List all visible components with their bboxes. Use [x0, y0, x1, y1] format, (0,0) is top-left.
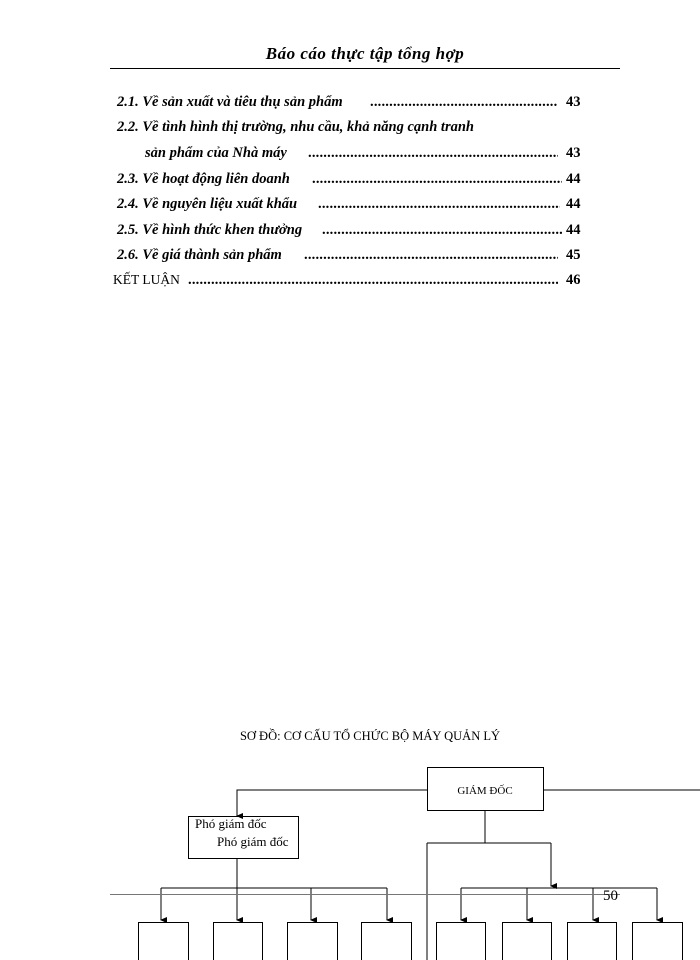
- toc-entry[interactable]: 2.2. Về tình hình thị trường, nhu cầu, k…: [0, 119, 700, 139]
- toc-entry-page: 44: [566, 222, 581, 238]
- deputy-box: [188, 816, 299, 859]
- header-rule: [110, 68, 620, 69]
- toc-leader: ........................................…: [322, 222, 562, 238]
- toc-entry-text: 2.2. Về tình hình thị trường, nhu cầu, k…: [117, 119, 474, 135]
- director-label: GIÁM ĐỐC: [457, 784, 512, 797]
- toc-entry-page: 43: [566, 145, 581, 161]
- deputy-label: Phó giám đốc: [217, 834, 289, 849]
- department-box: [213, 922, 263, 960]
- toc-entry[interactable]: KẾT LUẬN ...............................…: [0, 272, 700, 292]
- department-box: [436, 922, 486, 960]
- department-box: [502, 922, 552, 960]
- toc-entry-text: sản phẩm của Nhà máy: [145, 145, 287, 161]
- toc-entry-page: 43: [566, 94, 581, 110]
- department-box: [567, 922, 617, 960]
- toc-leader: ........................................…: [318, 196, 560, 212]
- department-box: [632, 922, 683, 960]
- toc-entry-text: 2.4. Về nguyên liệu xuất khẩu: [117, 196, 298, 212]
- connector-line: [426, 811, 551, 960]
- toc-entry-page: 44: [566, 196, 581, 212]
- connector-line: [236, 789, 427, 819]
- toc-entry-page: 44: [566, 171, 581, 187]
- toc-entry[interactable]: sản phẩm của Nhà máy ...................…: [0, 145, 700, 165]
- toc-entry-page: 45: [566, 247, 581, 263]
- toc-leader: ........................................…: [312, 171, 562, 187]
- toc-entry[interactable]: 2.1. Về sản xuất và tiêu thụ sản phẩm ..…: [0, 94, 700, 114]
- toc-leader: ........................................…: [308, 145, 558, 161]
- director-box: [427, 767, 544, 811]
- toc-entry-page: 46: [566, 272, 581, 288]
- toc-entry-text: 2.5. Về hình thức khen thưởng: [117, 222, 303, 238]
- toc-entry-text: 2.3. Về hoạt động liên doanh: [117, 171, 290, 187]
- department-box: [361, 922, 412, 960]
- diagram-title: SƠ ĐỒ: CƠ CẤU TỔ CHỨC BỘ MÁY QUẢN LÝ: [239, 729, 501, 743]
- toc-entry[interactable]: 2.3. Về hoạt động liên doanh ...........…: [0, 171, 700, 191]
- page-number: 50: [603, 888, 618, 904]
- toc-entry-text: KẾT LUẬN: [113, 272, 180, 287]
- toc-entry[interactable]: 2.6. Về giá thành sản phẩm .............…: [0, 247, 700, 267]
- toc-entry-text: 2.6. Về giá thành sản phẩm: [117, 247, 282, 263]
- page-header-title: Báo cáo thực tập tổng hợp: [265, 44, 465, 63]
- toc-entry[interactable]: 2.4. Về nguyên liệu xuất khẩu ..........…: [0, 196, 700, 216]
- toc-leader: ........................................…: [188, 272, 558, 288]
- department-box: [138, 922, 189, 960]
- deputy-label: Phó giám đốc: [195, 816, 267, 831]
- toc-entry-text: 2.1. Về sản xuất và tiêu thụ sản phẩm: [117, 94, 343, 110]
- toc-leader: ........................................…: [304, 247, 558, 263]
- department-box: [287, 922, 338, 960]
- toc-leader: ........................................…: [370, 94, 558, 110]
- toc-entry[interactable]: 2.5. Về hình thức khen thưởng ..........…: [0, 222, 700, 242]
